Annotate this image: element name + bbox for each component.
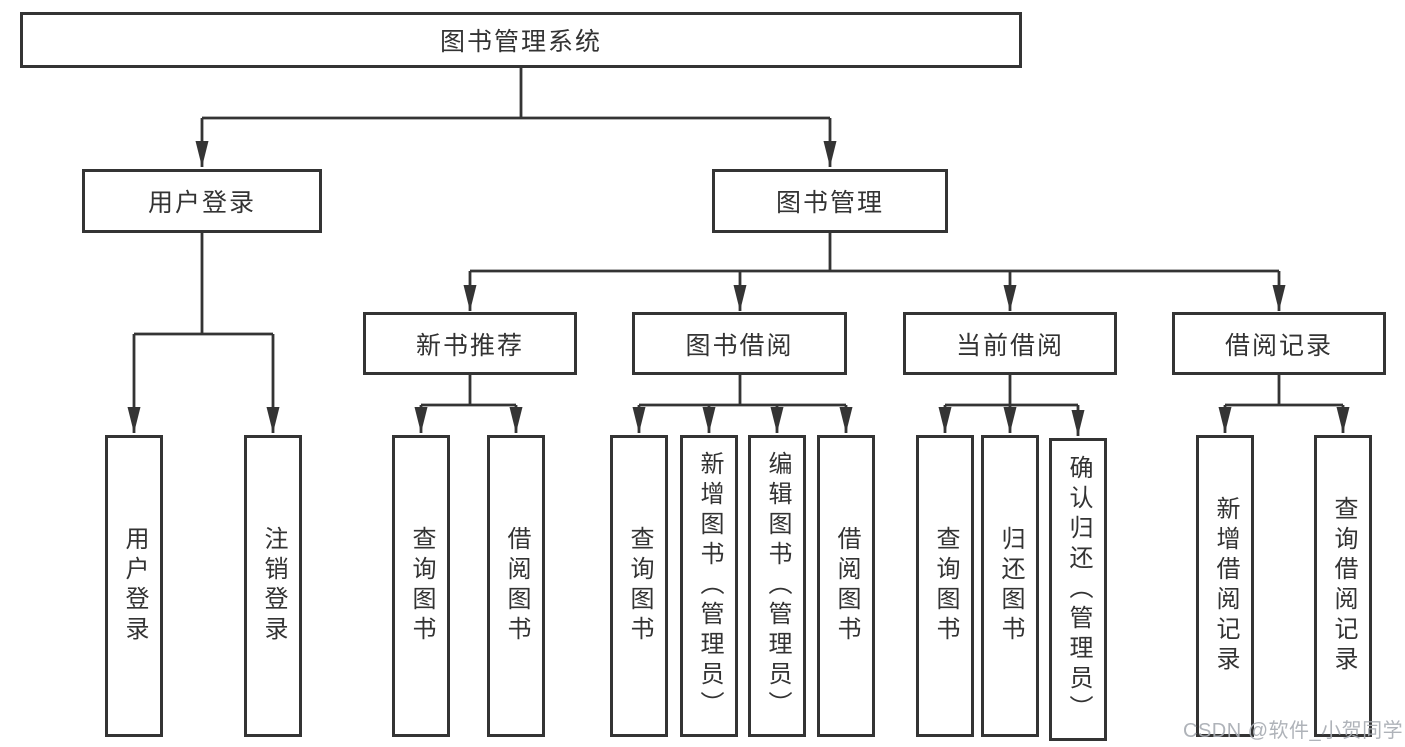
leaf-add-books-admin: 新增图书（管理员） bbox=[680, 435, 738, 737]
leaf-query-borrow-record-label: 查询借阅记录 bbox=[1330, 496, 1357, 676]
leaf-add-borrow-record-label: 新增借阅记录 bbox=[1212, 496, 1239, 676]
leaf-logout: 注销登录 bbox=[244, 435, 302, 737]
node-book-management: 图书管理 bbox=[712, 169, 948, 233]
node-new-book-recommend: 新书推荐 bbox=[363, 312, 577, 375]
leaf-query-books-current: 查询图书 bbox=[916, 435, 974, 737]
leaf-borrow-books-recommend-label: 借阅图书 bbox=[503, 526, 530, 646]
leaf-query-books-borrowing-label: 查询图书 bbox=[626, 526, 653, 646]
leaf-borrow-books-label: 借阅图书 bbox=[833, 526, 860, 646]
leaf-add-borrow-record: 新增借阅记录 bbox=[1196, 435, 1254, 737]
leaf-edit-books-admin-label: 编辑图书（管理员） bbox=[764, 451, 791, 721]
node-book-borrowing-label: 图书借阅 bbox=[685, 331, 794, 360]
node-new-book-recommend-label: 新书推荐 bbox=[415, 331, 524, 360]
leaf-user-login: 用户登录 bbox=[105, 435, 163, 737]
node-book-management-label: 图书管理 bbox=[775, 189, 884, 217]
leaf-user-login-label: 用户登录 bbox=[121, 526, 148, 646]
leaf-query-books-borrowing: 查询图书 bbox=[610, 435, 668, 737]
node-user-login-label: 用户登录 bbox=[147, 189, 256, 217]
leaf-borrow-books-recommend: 借阅图书 bbox=[487, 435, 545, 737]
leaf-borrow-books: 借阅图书 bbox=[817, 435, 875, 737]
leaf-return-books: 归还图书 bbox=[981, 435, 1039, 737]
leaf-query-books-recommend: 查询图书 bbox=[392, 435, 450, 737]
node-root: 图书管理系统 bbox=[20, 12, 1022, 68]
node-current-borrowing-label: 当前借阅 bbox=[955, 331, 1064, 360]
node-borrowing-records-label: 借阅记录 bbox=[1224, 331, 1333, 360]
leaf-logout-label: 注销登录 bbox=[260, 526, 287, 646]
node-book-borrowing: 图书借阅 bbox=[632, 312, 847, 375]
leaf-query-borrow-record: 查询借阅记录 bbox=[1314, 435, 1372, 737]
node-current-borrowing: 当前借阅 bbox=[903, 312, 1117, 375]
leaf-add-books-admin-label: 新增图书（管理员） bbox=[696, 451, 723, 721]
leaf-confirm-return-admin-label: 确认归还（管理员） bbox=[1065, 454, 1092, 725]
leaf-query-books-current-label: 查询图书 bbox=[932, 526, 959, 646]
node-user-login: 用户登录 bbox=[82, 169, 322, 233]
node-root-label: 图书管理系统 bbox=[439, 28, 602, 56]
leaf-query-books-recommend-label: 查询图书 bbox=[408, 526, 435, 646]
leaf-edit-books-admin: 编辑图书（管理员） bbox=[748, 435, 806, 737]
leaf-return-books-label: 归还图书 bbox=[997, 526, 1024, 646]
csdn-watermark: CSDN @软件_小贺同学 bbox=[1183, 720, 1404, 742]
leaf-confirm-return-admin: 确认归还（管理员） bbox=[1049, 438, 1107, 741]
node-borrowing-records: 借阅记录 bbox=[1172, 312, 1386, 375]
